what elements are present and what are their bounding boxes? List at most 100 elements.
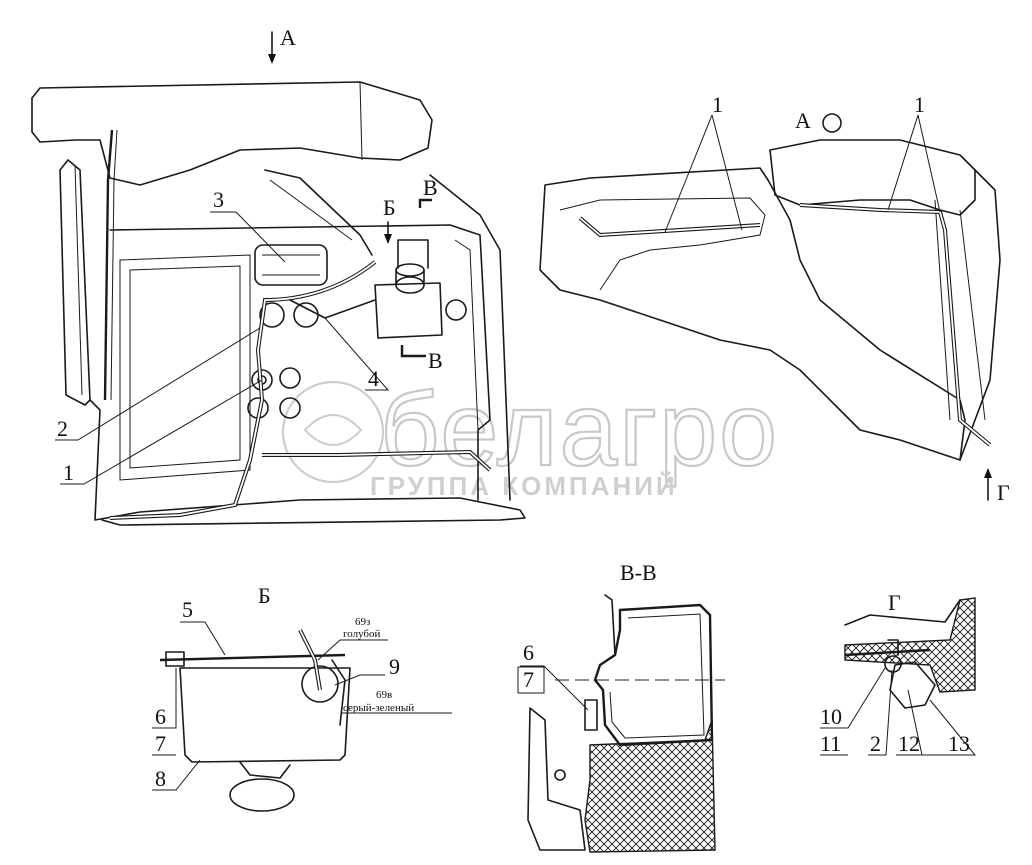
relay-cap-sides [395, 269, 425, 286]
wire-bottom-code: 69в [376, 689, 392, 701]
relay-cap-top [395, 263, 425, 277]
wire-top-leader [317, 639, 388, 661]
callout-vv-6: 6 [523, 640, 534, 665]
left-pillar [59, 159, 91, 406]
section-vv: В-В 6 7 [517, 560, 725, 853]
rear-window-left [119, 254, 251, 481]
main-view: А Б В В 3 4 2 1 [31, 25, 526, 526]
callout-12: 12 [898, 731, 920, 756]
callout-vv-7: 7 [523, 667, 534, 692]
detail-b-bracket [159, 653, 346, 662]
detail-b-title: Б [258, 583, 271, 608]
cabin-roof [31, 81, 433, 186]
view-a: А 1 1 Г [539, 92, 1010, 505]
view-b-label: Б [383, 195, 396, 220]
callout-1-leader [60, 379, 263, 485]
detail-b-wire-bottom [331, 659, 346, 726]
callout-2g-leader [868, 669, 893, 756]
detail-g-screw-icon [884, 655, 902, 673]
washer-tank [254, 244, 328, 286]
relay-block [374, 282, 443, 339]
callout-3-leader [210, 211, 286, 263]
wiring-harness-core [109, 261, 376, 519]
wire-top-code: 69з [355, 616, 370, 628]
callout-13-leader [922, 699, 977, 756]
callout-vv-6-leader [520, 665, 589, 711]
section-vv-lower-part [527, 707, 586, 851]
view-a-callout-left: 1 [712, 92, 723, 117]
callout-5: 5 [182, 597, 193, 622]
left-pipe [103, 129, 114, 401]
view-a-callout-right-leader [887, 114, 941, 213]
view-a-wire-left-core [579, 217, 761, 236]
view-g-label: Г [997, 480, 1010, 505]
section-vv-profile-inner [609, 613, 705, 739]
callout-5-leader [180, 621, 226, 656]
detail-g-title: Г [888, 590, 901, 615]
detail-g-seal [844, 597, 976, 693]
wiper-rod-inner [269, 179, 353, 241]
callout-8: 8 [155, 766, 166, 791]
wire-bottom-color: серый-зеленый [343, 702, 414, 714]
left-pipe-inner [110, 129, 118, 401]
section-vv-bolt [584, 699, 598, 731]
view-a-panel [559, 197, 766, 291]
callout-10: 10 [820, 704, 842, 729]
view-a-title: А [795, 108, 811, 133]
view-a-rear-edge [959, 169, 1001, 461]
detail-g-clip [887, 639, 899, 656]
wire-top-color: голубой [343, 628, 381, 640]
callout-4: 4 [368, 366, 379, 391]
view-a-rotate-icon [822, 113, 842, 133]
section-v-top-label: В [423, 175, 438, 200]
callout-4-leader [324, 317, 390, 391]
wiring-harness [109, 260, 377, 520]
callout-6-leader [152, 668, 177, 729]
callout-g-2: 2 [870, 731, 881, 756]
callout-9: 9 [389, 654, 400, 679]
view-g-arrowhead [984, 468, 992, 478]
watermark-logo-mark [303, 414, 363, 446]
lamp-left-icon [259, 302, 285, 328]
section-v-bottom-mark [400, 345, 426, 358]
section-vv-flange [599, 594, 616, 666]
bolt-2-icon [279, 367, 301, 389]
detail-g-roof [844, 599, 961, 626]
callout-9-leader [334, 674, 385, 686]
view-a-callout-left-leader [664, 114, 743, 233]
callout-13: 13 [948, 731, 970, 756]
right-pillar [454, 239, 479, 431]
section-vv-title: В-В [620, 560, 657, 585]
lamp-far-right-icon [445, 299, 467, 321]
callout-7: 7 [155, 731, 166, 756]
detail-g: Г 10 11 2 12 13 [820, 590, 977, 756]
callout-1: 1 [63, 460, 74, 485]
detail-b: Б 69з голубой 69в серый-зеленый 5 9 6 7 … [152, 583, 452, 812]
view-a-label: А [280, 25, 296, 50]
view-a-callout-right: 1 [914, 92, 925, 117]
callout-3: 3 [213, 187, 224, 212]
watermark-brand: белагро [380, 372, 779, 488]
watermark-subtitle: ГРУППА КОМПАНИЙ [370, 471, 678, 501]
left-pillar-inner [74, 164, 83, 396]
callout-10-leader [820, 667, 886, 729]
section-vv-profile [593, 603, 714, 747]
rear-wall [109, 224, 491, 501]
section-vv-hole [554, 769, 566, 781]
detail-g-plate [844, 648, 931, 657]
callout-2: 2 [57, 416, 68, 441]
bolt-4-icon [279, 397, 301, 419]
lamp-right-icon [293, 302, 319, 328]
callout-8-leader [152, 759, 201, 791]
detail-b-cap [229, 778, 295, 812]
callout-6: 6 [155, 704, 166, 729]
callout-11: 11 [820, 731, 841, 756]
view-a-arrowhead [268, 54, 276, 64]
washer-tank-ribs [262, 254, 320, 276]
detail-g-lamp [889, 661, 936, 709]
detail-b-nut [165, 651, 185, 667]
callout-2-leader [55, 327, 261, 441]
floor-wire-core [262, 451, 491, 471]
